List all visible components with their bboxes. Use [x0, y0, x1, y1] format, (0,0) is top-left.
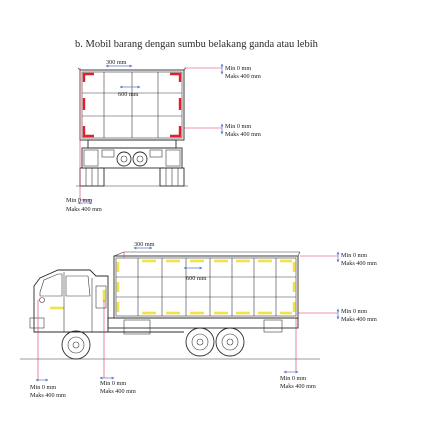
rear-wheel	[215, 327, 245, 357]
cab-door-window	[65, 275, 91, 297]
side-bottom-rear-max: Maks 400 mm	[280, 383, 316, 390]
rear-bottom-min: Min 0 mm	[66, 197, 92, 204]
rear-side-top-max: Maks 400 mm	[225, 73, 261, 80]
side-bottom-rear-min: Min 0 mm	[280, 375, 306, 382]
rear-side-mid-max: Maks 400 mm	[225, 131, 261, 138]
side-bottom-mid-min: Min 0 mm	[100, 380, 126, 387]
rear-side-top-min: Min 0 mm	[225, 65, 251, 72]
side-bottom-mid-max: Maks 400 mm	[100, 388, 136, 395]
truck-cab	[33, 269, 109, 333]
side-bottom-front-max: Maks 400 mm	[30, 392, 66, 399]
rear-bumper-area	[81, 147, 183, 169]
side-yellow-markings	[50, 259, 296, 315]
side-bottom-front-min: Min 0 mm	[30, 384, 56, 391]
figure-heading: b. Mobil barang dengan sumbu belakang ga…	[75, 39, 318, 50]
cab-windshield	[39, 273, 63, 297]
side-right-top-min: Min 0 mm	[341, 252, 367, 259]
rear-spacing-label: 600 mm	[118, 91, 139, 98]
rear-top-width-label: 300 mm	[106, 59, 127, 66]
rear-red-markings	[82, 72, 182, 138]
side-right-mid-max: Maks 400 mm	[341, 316, 377, 323]
side-view: 300 mm 600 mm Min 0 mm Maks 400 mm Min 0…	[20, 241, 377, 399]
side-spacing-label: 600 mm	[186, 275, 207, 282]
side-right-top-max: Maks 400 mm	[341, 260, 377, 267]
middle-wheel	[185, 327, 215, 357]
side-top-width-label: 300 mm	[134, 241, 155, 248]
rear-view: 300 mm 600 mm Min 0 mm Maks 400 mm Min 0…	[66, 59, 261, 213]
side-chassis	[107, 317, 299, 329]
side-right-mid-min: Min 0 mm	[341, 308, 367, 315]
rear-bottom-max: Maks 400 mm	[66, 206, 102, 213]
front-wheel	[61, 330, 91, 360]
rear-side-mid-min: Min 0 mm	[225, 123, 251, 130]
side-cargo-box	[113, 255, 299, 319]
